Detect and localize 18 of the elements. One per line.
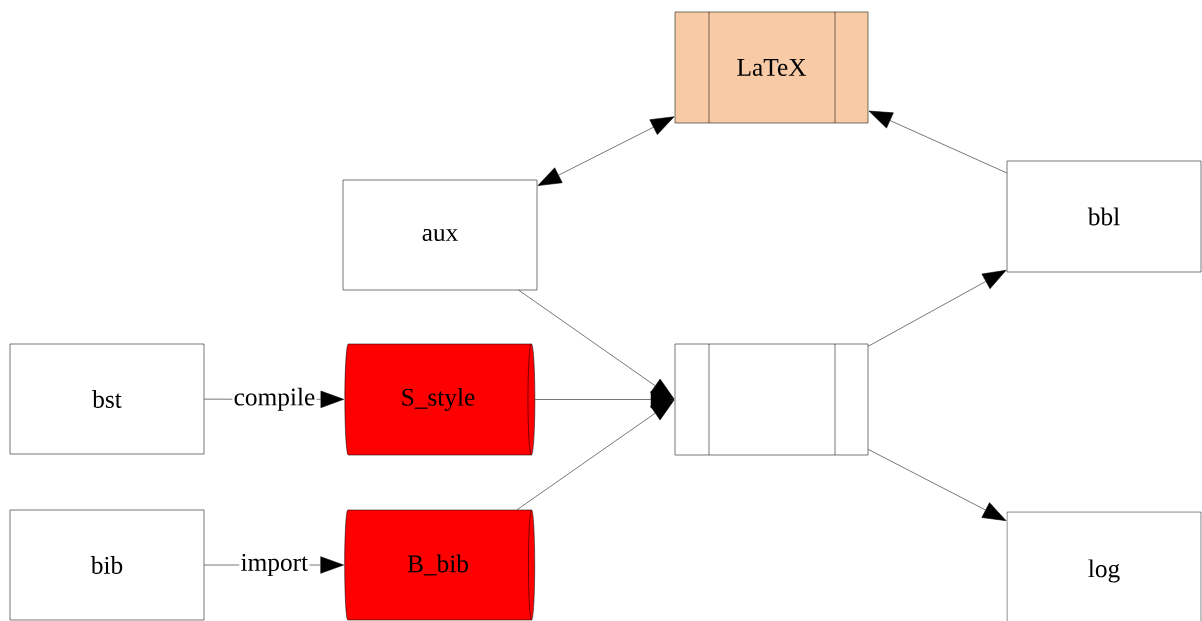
database-cylinder: S_style: [344, 343, 536, 456]
process-box: [674, 343, 869, 456]
edge-label: compile: [232, 386, 317, 413]
database-cylinder: B_bib: [344, 509, 535, 621]
arrow: [537, 116, 675, 186]
file-box: aux: [342, 179, 538, 291]
arrow: [516, 399, 675, 510]
file-box: bib: [9, 509, 205, 621]
edge-label: import: [239, 552, 310, 578]
arrow: [868, 110, 1007, 174]
process-box: LaTeX: [674, 11, 869, 124]
arrow: [868, 270, 1007, 347]
arrow: [534, 390, 675, 409]
arrow: [518, 290, 675, 400]
file-box: bst: [9, 343, 205, 455]
arrow: [868, 449, 1007, 521]
file-box: bbl: [1006, 160, 1202, 273]
file-box: log: [1006, 511, 1202, 621]
